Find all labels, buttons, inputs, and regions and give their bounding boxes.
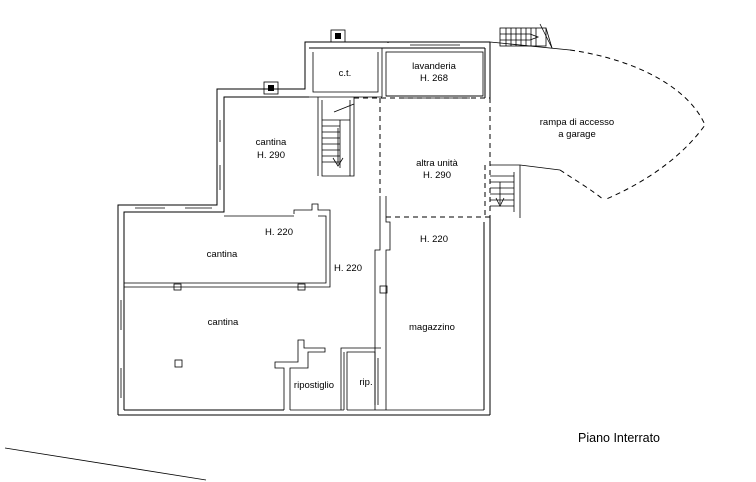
label-cantina-mid: cantina [207,249,238,260]
altra-unita-boundary [354,97,491,218]
label-altra-unita: altra unità [416,158,458,169]
internal-walls [124,97,484,411]
label-ripostiglio: ripostiglio [294,380,334,391]
label-altra-unita-h: H. 290 [423,170,451,181]
label-cantina-top: cantina [256,137,287,148]
label-cantina-bottom: cantina [208,317,239,328]
label-h220-b: H. 220 [420,234,448,245]
room-labels: c.t. lavanderia H. 268 cantina H. 290 al… [207,61,615,391]
label-h220-a: H. 220 [265,227,293,238]
label-lavanderia: lavanderia [412,61,457,72]
outer-walls [117,41,491,416]
drawing-title: Piano Interrato [578,431,660,445]
window-marks [120,44,460,398]
exterior-stair-top [489,23,571,51]
terrain-line [4,447,207,481]
exterior-stair-right [490,164,561,218]
label-lavanderia-h: H. 268 [420,73,448,84]
label-rampa-1: rampa di accesso [540,117,614,128]
label-rip: rip. [359,377,372,388]
interior-stair [322,103,355,168]
label-rampa-2: a garage [558,129,596,140]
label-ct: c.t. [339,68,352,79]
garage-ramp [559,49,706,201]
label-h220-c: H. 220 [334,263,362,274]
label-cantina-top-h: H. 290 [257,150,285,161]
chimney-marks [263,29,346,95]
label-magazzino: magazzino [409,322,455,333]
